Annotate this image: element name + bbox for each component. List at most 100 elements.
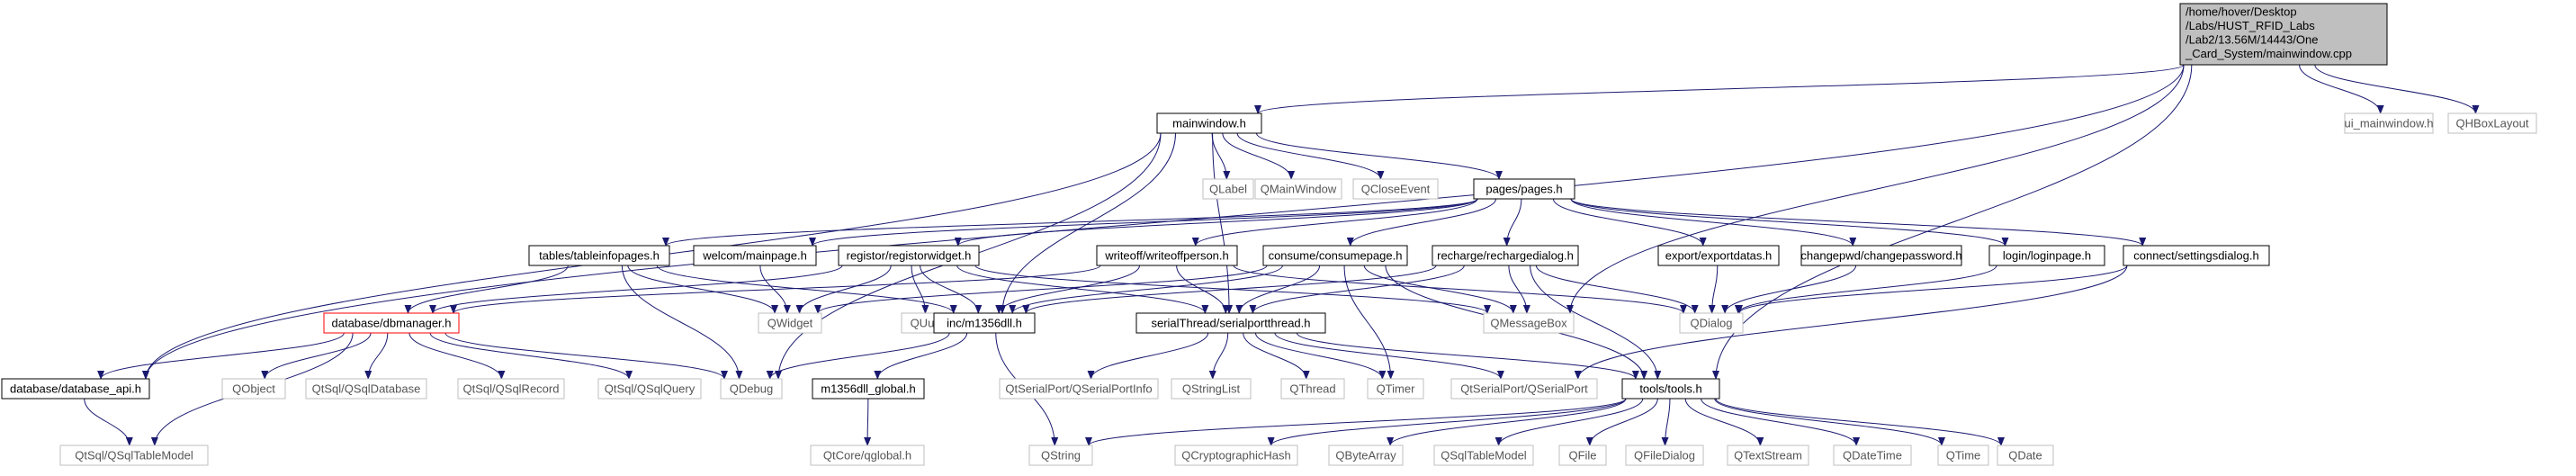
edge-m1356dll_h-to-m1356dll_global_h — [874, 332, 968, 380]
node-label: QThread — [1289, 382, 1335, 395]
node-QSqlTableModel_sql: QtSql/QSqlTableModel — [59, 445, 209, 466]
node-box — [1558, 445, 1607, 466]
edge-pages_h-to-loginpage_h — [1570, 198, 2009, 247]
node-registorwidget_h[interactable]: registor/registorwidget.h — [838, 245, 980, 266]
edge-writeoffperson_h-to-dbmanager_h — [450, 265, 1101, 314]
node-consumepage_h[interactable]: consume/consumepage.h — [1262, 245, 1408, 266]
node-box — [1483, 312, 1575, 334]
node-label: QtCore/qglobal.h — [823, 448, 911, 462]
node-box — [1096, 245, 1238, 266]
node-pages_h[interactable]: pages/pages.h — [1473, 178, 1575, 200]
node-QDate: QDate — [1997, 445, 2054, 466]
edge-tableinfopages_h-to-QDebug — [621, 265, 743, 380]
node-QString: QString — [1028, 445, 1093, 466]
node-serialportthread_h[interactable]: serialThread/serialportthread.h — [1135, 312, 1326, 334]
node-ui_mainwindow_h: ui_mainwindow.h — [2344, 112, 2434, 134]
node-box — [1028, 445, 1093, 466]
node-box — [1280, 378, 1345, 400]
node-label: QDialog — [1691, 316, 1733, 329]
node-root[interactable]: /home/hover/Desktop/Labs/HUST_RFID_Labs/… — [2179, 3, 2388, 66]
node-box — [528, 245, 670, 266]
node-label: registor/registorwidget.h — [847, 248, 972, 262]
node-label: QTimer — [1377, 382, 1416, 395]
node-m1356dll_global_h[interactable]: m1356dll_global.h — [812, 378, 925, 400]
node-label: QtSql/QSqlQuery — [605, 382, 696, 395]
edge-serialportthread_h-to-QSerialPort — [1274, 332, 1504, 380]
node-box — [1621, 378, 1720, 400]
node-label: QObject — [232, 382, 275, 395]
node-label: _Card_System/mainwindow.cpp — [2185, 47, 2352, 60]
node-QSerialPortInfo: QtSerialPort/QSerialPortInfo — [999, 378, 1159, 400]
edge-settingsdialog_h-to-QDialog — [1736, 265, 2128, 314]
edge-pages_h-to-rechargedialog_h — [1503, 198, 1522, 247]
node-box — [999, 378, 1159, 400]
node-m1356dll_h[interactable]: inc/m1356dll.h — [933, 312, 1036, 334]
node-label: QtSerialPort/QSerialPortInfo — [1005, 382, 1152, 395]
node-label: recharge/rechargedialog.h — [1437, 248, 1574, 262]
node-QObject: QObject — [221, 378, 286, 400]
node-database_api_h[interactable]: database/database_api.h — [1, 378, 150, 400]
edge-dbmanager_h-to-QSqlRecord — [408, 332, 506, 380]
node-box — [1433, 445, 1534, 466]
node-label: QtSerialPort/QSerialPort — [1460, 382, 1588, 395]
node-QThread: QThread — [1280, 378, 1345, 400]
node-QByteArray: QByteArray — [1328, 445, 1404, 466]
edge-pages_h-to-registorwidget_h — [954, 198, 1478, 247]
node-box — [1254, 178, 1342, 200]
node-QWidget: QWidget — [758, 312, 822, 334]
node-changepassword_h[interactable]: changepwd/changepassword.h — [1800, 245, 1962, 266]
node-box — [1262, 245, 1408, 266]
edge-registorwidget_h-to-m1356dll_h — [920, 265, 983, 314]
node-label: consume/consumepage.h — [1269, 248, 1403, 262]
edge-root-to-mainwindow_h — [1254, 64, 2185, 114]
node-writeoffperson_h[interactable]: writeoff/writeoffperson.h — [1096, 245, 1238, 266]
node-box — [693, 245, 817, 266]
node-tableinfopages_h[interactable]: tables/tableinfopages.h — [528, 245, 670, 266]
node-dbmanager_h[interactable]: database/dbmanager.h — [323, 312, 460, 334]
node-box — [1800, 245, 1962, 266]
node-QCloseEvent: QCloseEvent — [1352, 178, 1439, 200]
edge-tools_h-to-QDate — [1715, 398, 2005, 446]
node-label: QByteArray — [1335, 448, 1396, 462]
node-label: inc/m1356dll.h — [947, 316, 1022, 329]
node-settingsdialog_h[interactable]: connect/settingsdialog.h — [2123, 245, 2270, 266]
edge-dbmanager_h-to-QDebug — [444, 332, 728, 380]
node-label: QCloseEvent — [1361, 182, 1431, 195]
node-box — [2123, 245, 2270, 266]
node-box — [1, 378, 150, 400]
node-box — [2179, 3, 2388, 66]
edge-pages_h-to-writeoffperson_h — [1191, 198, 1478, 247]
node-QLabel: QLabel — [1202, 178, 1254, 200]
node-label: QDateTime — [1843, 448, 1902, 462]
node-box — [1833, 445, 1912, 466]
node-QMainWindow: QMainWindow — [1254, 178, 1342, 200]
edge-root-to-QMessageBox — [1566, 64, 2185, 314]
edge-registorwidget_h-to-QUuid — [911, 265, 929, 314]
node-box — [1352, 178, 1439, 200]
edge-m1356dll_global_h-to-qglobal_h — [864, 398, 872, 446]
edge-tools_h-to-QFile — [1585, 398, 1658, 446]
node-exportdatas_h[interactable]: export/exportdatas.h — [1657, 245, 1780, 266]
node-box — [1367, 378, 1424, 400]
edge-settingsdialog_h-to-QSerialPort — [1574, 265, 2128, 380]
node-label: QtSql/QSqlTableModel — [75, 448, 193, 462]
node-tools_h[interactable]: tools/tools.h — [1621, 378, 1720, 400]
edge-serialportthread_h-to-QThread — [1243, 332, 1310, 380]
node-label: /home/hover/Desktop — [2186, 4, 2297, 18]
node-mainpage_h[interactable]: welcom/mainpage.h — [693, 245, 817, 266]
node-QTime: QTime — [1937, 445, 1989, 466]
node-mainwindow_h[interactable]: mainwindow.h — [1156, 112, 1262, 134]
node-box — [720, 378, 783, 400]
node-label: QFile — [1568, 448, 1596, 462]
node-label: QMessageBox — [1490, 316, 1567, 329]
node-box — [1988, 245, 2105, 266]
node-label: /Lab2/13.56M/14443/One — [2186, 32, 2318, 46]
node-label: connect/settingsdialog.h — [2133, 248, 2258, 262]
node-rechargedialog_h[interactable]: recharge/rechargedialog.h — [1432, 245, 1579, 266]
edge-tools_h-to-QDateTime — [1701, 398, 1861, 446]
edge-rechargedialog_h-to-serialportthread_h — [1249, 265, 1465, 314]
edge-registorwidget_h-to-QWidget — [795, 265, 892, 314]
node-box — [323, 312, 460, 334]
node-label: writeoff/writeoffperson.h — [1104, 248, 1229, 262]
node-loginpage_h[interactable]: login/loginpage.h — [1988, 245, 2105, 266]
